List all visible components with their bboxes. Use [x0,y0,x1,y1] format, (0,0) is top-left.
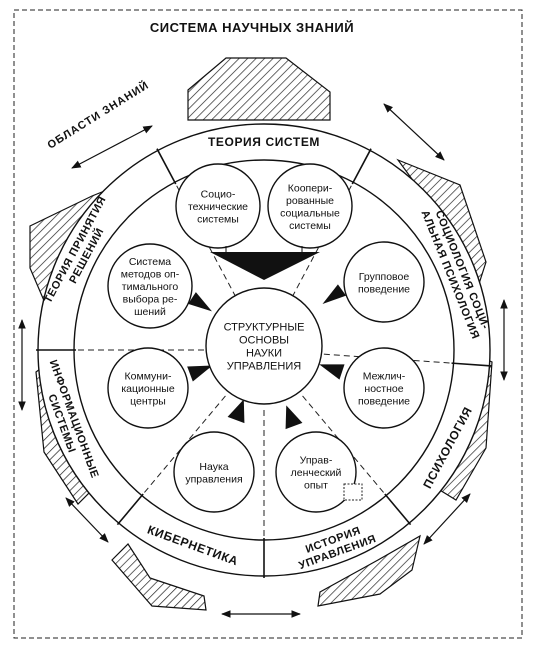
topic-text-line: управления [185,473,242,485]
center-text-line: СТРУКТУРНЫЕ [224,322,305,334]
arrow-left-bottom [65,497,109,543]
pointer-arrow [187,365,213,382]
topic-circle [343,347,425,429]
topic-text-line: тимального [122,281,179,293]
hatch-region-bottom-right [317,534,421,607]
topic-text-line: системы [197,214,239,226]
hatch-region-top [187,57,331,121]
topic-text-line: Коопери- [288,182,333,194]
center-text-line: УПРАВЛЕНИЯ [227,361,301,373]
hatch-region-bottom-left [111,543,207,611]
inward-pointers [187,246,347,430]
diagram-title: СИСТЕМА НАУЧНЫХ ЗНАНИЙ [150,20,354,35]
topic-circle [175,163,261,249]
topic-text-line: выбора ре- [123,294,178,306]
topic-text-line: методов оп- [121,269,180,281]
topic-text-line: Межлич- [363,371,406,383]
center-text-line: ОСНОВЫ [239,335,289,347]
topic-text-line: поведение [358,396,410,408]
topic-text-line: ленческий [291,467,342,479]
segment-separator [156,148,177,185]
center-text-line: НАУКИ [246,348,282,360]
pointer-arrow [227,399,245,424]
pointer-arrow [188,292,212,312]
topic-text-line: Управ- [300,455,333,467]
topic-circle [107,347,189,429]
topic-text-line: рованные [286,195,334,207]
topic-circle [343,241,425,323]
segment-separator [384,493,412,526]
topic-text-line: центры [130,396,166,408]
topic-text-line: опыт [304,480,328,492]
pointer-arrow [319,364,345,380]
segment-separator [351,148,372,185]
topic-text-line: ностное [364,383,403,395]
topic-circle [107,243,193,329]
topic-circle [275,431,357,513]
topic-text-line: Групповое [359,271,410,283]
topic-text-line: кационные [121,383,175,395]
pointer-wedge-top [210,252,320,280]
topic-text-line: системы [289,220,331,232]
segment-separators [36,148,492,578]
topic-text-line: Система [129,256,171,268]
outer-label: ОБЛАСТИ ЗНАНИЙ [45,78,152,151]
arrow-top-left [71,125,153,169]
topic-text-line: технические [188,201,248,213]
topic-circles: Социо-техническиесистемыКоопери-рованные… [107,163,425,513]
topic-circle [173,431,255,513]
segment-separator [116,493,144,526]
topic-text-line: Наука [199,461,228,473]
topic-circle [267,163,353,249]
segment-separator [451,362,492,367]
pointer-arrow [285,405,303,430]
selection-marker [343,483,363,501]
topic-text-line: поведение [358,283,410,295]
topic-text-line: Социо- [201,189,236,201]
region-arrows [18,103,508,618]
arrow-top-right [383,103,445,161]
segment-label-line: ТЕОРИЯ СИСТЕМ [208,135,320,149]
arrow-right-bottom [423,493,471,545]
pointer-arrow [322,284,347,304]
topic-text-line: Коммуни- [125,371,172,383]
topic-text-line: шений [134,306,166,318]
center-circle [205,287,323,405]
segment-label-systems_theory: ТЕОРИЯ СИСТЕМ [208,135,320,149]
topic-text-line: социальные [280,207,340,219]
